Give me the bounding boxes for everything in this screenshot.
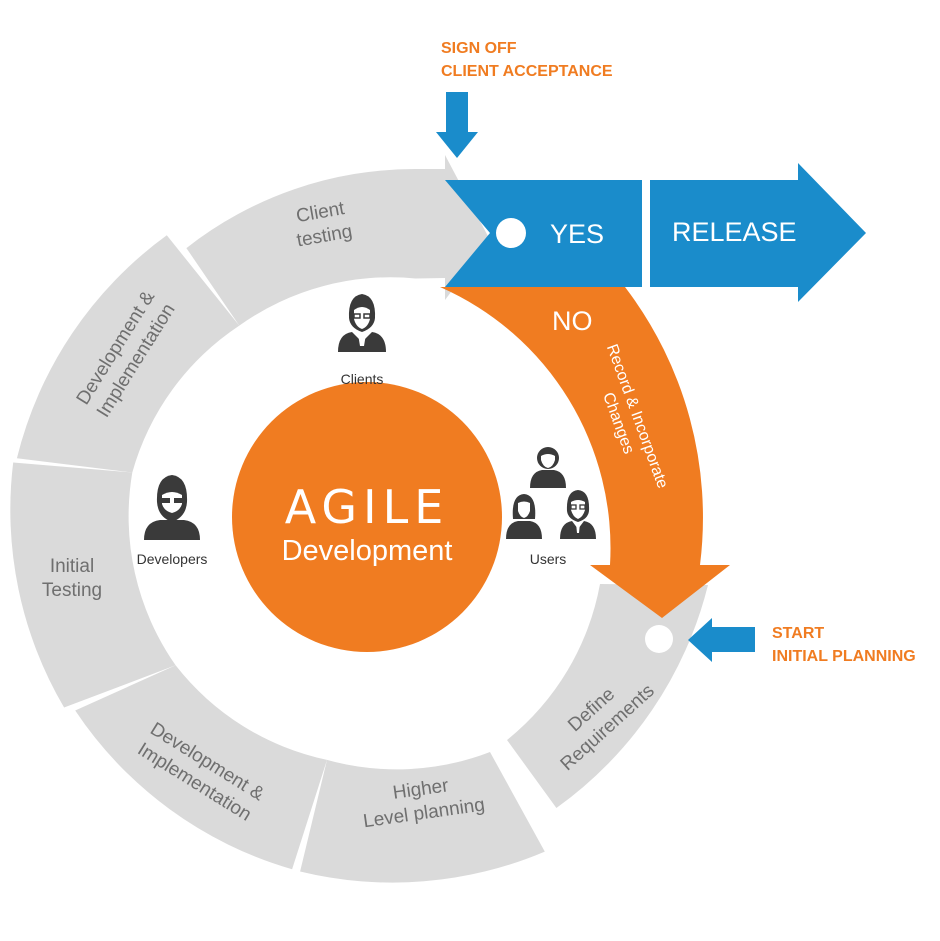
users-label: Users <box>530 551 567 567</box>
no-branch-arrow <box>440 287 730 618</box>
start-line1: START <box>772 625 824 642</box>
sign-off-line1: SIGN OFF <box>441 40 517 57</box>
cycle-ring <box>10 155 708 883</box>
sign-off-down-arrow <box>436 92 478 158</box>
developers-label: Developers <box>137 551 208 567</box>
sign-off-line2: CLIENT ACCEPTANCE <box>441 63 613 80</box>
segment-initial-testing <box>10 462 176 708</box>
yes-arrow <box>445 180 642 287</box>
segment-dev-impl-upper <box>16 235 240 473</box>
segment-dev-impl-lower <box>75 665 327 870</box>
businessman-icon <box>338 294 386 352</box>
users-group-icon <box>506 447 596 539</box>
initial-testing-line2: Testing <box>42 580 102 601</box>
start-left-arrow <box>688 618 755 662</box>
release-label: RELEASE <box>672 217 797 247</box>
core-subtitle: Development <box>282 535 453 567</box>
agile-core-circle <box>232 382 502 652</box>
yes-dot <box>496 218 526 248</box>
core-title: AGILE <box>285 480 450 534</box>
segment-higher-planning <box>300 752 545 883</box>
initial-testing-line1: Initial <box>50 556 94 577</box>
developer-icon <box>144 475 200 540</box>
start-dot <box>645 625 673 653</box>
yes-label: YES <box>550 219 604 249</box>
release-arrow <box>650 163 866 302</box>
start-line2: INITIAL PLANNING <box>772 648 916 665</box>
no-label: NO <box>552 306 593 336</box>
segment-client-testing <box>186 155 490 326</box>
clients-label: Clients <box>341 371 384 387</box>
